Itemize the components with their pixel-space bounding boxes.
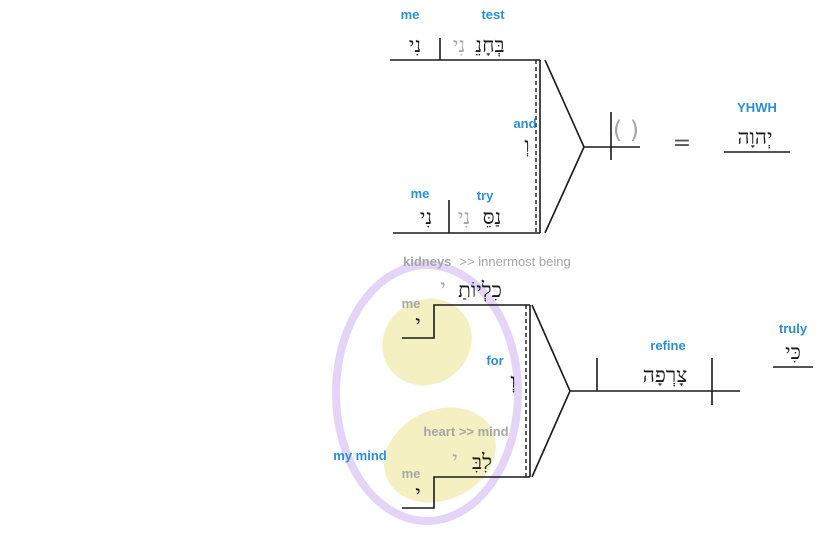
- gloss-and: and: [513, 116, 536, 131]
- implied-subject: ( ): [613, 116, 639, 144]
- fork-upper-2: [531, 304, 571, 392]
- kidneys-line: [402, 304, 530, 339]
- gloss-me-heart: me: [402, 466, 421, 481]
- hebrew-kidneys: כִלְיוֹתַ: [458, 278, 502, 302]
- hebrew-try: נַסֵּ: [483, 205, 502, 229]
- hebrew-and: וְ: [524, 133, 529, 157]
- gloss-truly: truly: [779, 321, 808, 336]
- hebrew-yhwh: יְהוָה: [737, 125, 772, 149]
- hebrew-object-lower: נִי: [420, 205, 432, 229]
- hebrew-me-kidneys: י: [415, 311, 421, 335]
- gloss-refine: refine: [650, 338, 685, 353]
- fork-lower-2: [531, 390, 571, 478]
- gloss-yhwh: YHWH: [737, 100, 777, 115]
- gloss-me-lower: me: [411, 186, 430, 201]
- my-mind-oval: [332, 261, 522, 525]
- hebrew-me-heart: י: [415, 481, 421, 505]
- gloss-my-mind: my mind: [333, 448, 387, 463]
- gloss-try: try: [477, 188, 494, 203]
- gloss-me-kidneys: me: [402, 296, 421, 311]
- hebrew-suffix-upper: נִי: [453, 33, 465, 57]
- equals-sign: =: [673, 131, 691, 156]
- hebrew-suffix-kidneys: י: [440, 275, 446, 299]
- hebrew-refine: צָרְפָה: [643, 363, 687, 387]
- gloss-me-upper: me: [401, 7, 420, 22]
- gloss-test: test: [481, 7, 505, 22]
- kidneys-note: kidneys >> innermost being: [403, 253, 571, 270]
- hebrew-object-upper: נִי: [409, 33, 421, 57]
- clause-1: me test נִי נִי בְּחָנֵ me try נִי נִי נ…: [390, 7, 790, 234]
- hebrew-suffix-heart: י: [452, 447, 458, 471]
- hebrew-truly: כִּי: [785, 340, 801, 364]
- hebrew-heart: לִבִּ: [472, 450, 492, 474]
- fork-lower: [544, 146, 585, 234]
- gloss-heart: heart >> mind: [423, 424, 508, 439]
- kidneys-highlight: [382, 298, 472, 386]
- gloss-for: for: [486, 353, 503, 368]
- hebrew-and-2: וְ: [510, 369, 515, 393]
- hebrew-test: בְּחָנֵ: [475, 33, 504, 57]
- clause-2: kidneys >> innermost being כִלְיוֹתַ י m…: [332, 253, 813, 525]
- fork-upper: [544, 59, 585, 148]
- hebrew-suffix-lower: נִי: [458, 205, 470, 229]
- heart-highlight: [384, 407, 496, 503]
- heart-line: [402, 476, 530, 509]
